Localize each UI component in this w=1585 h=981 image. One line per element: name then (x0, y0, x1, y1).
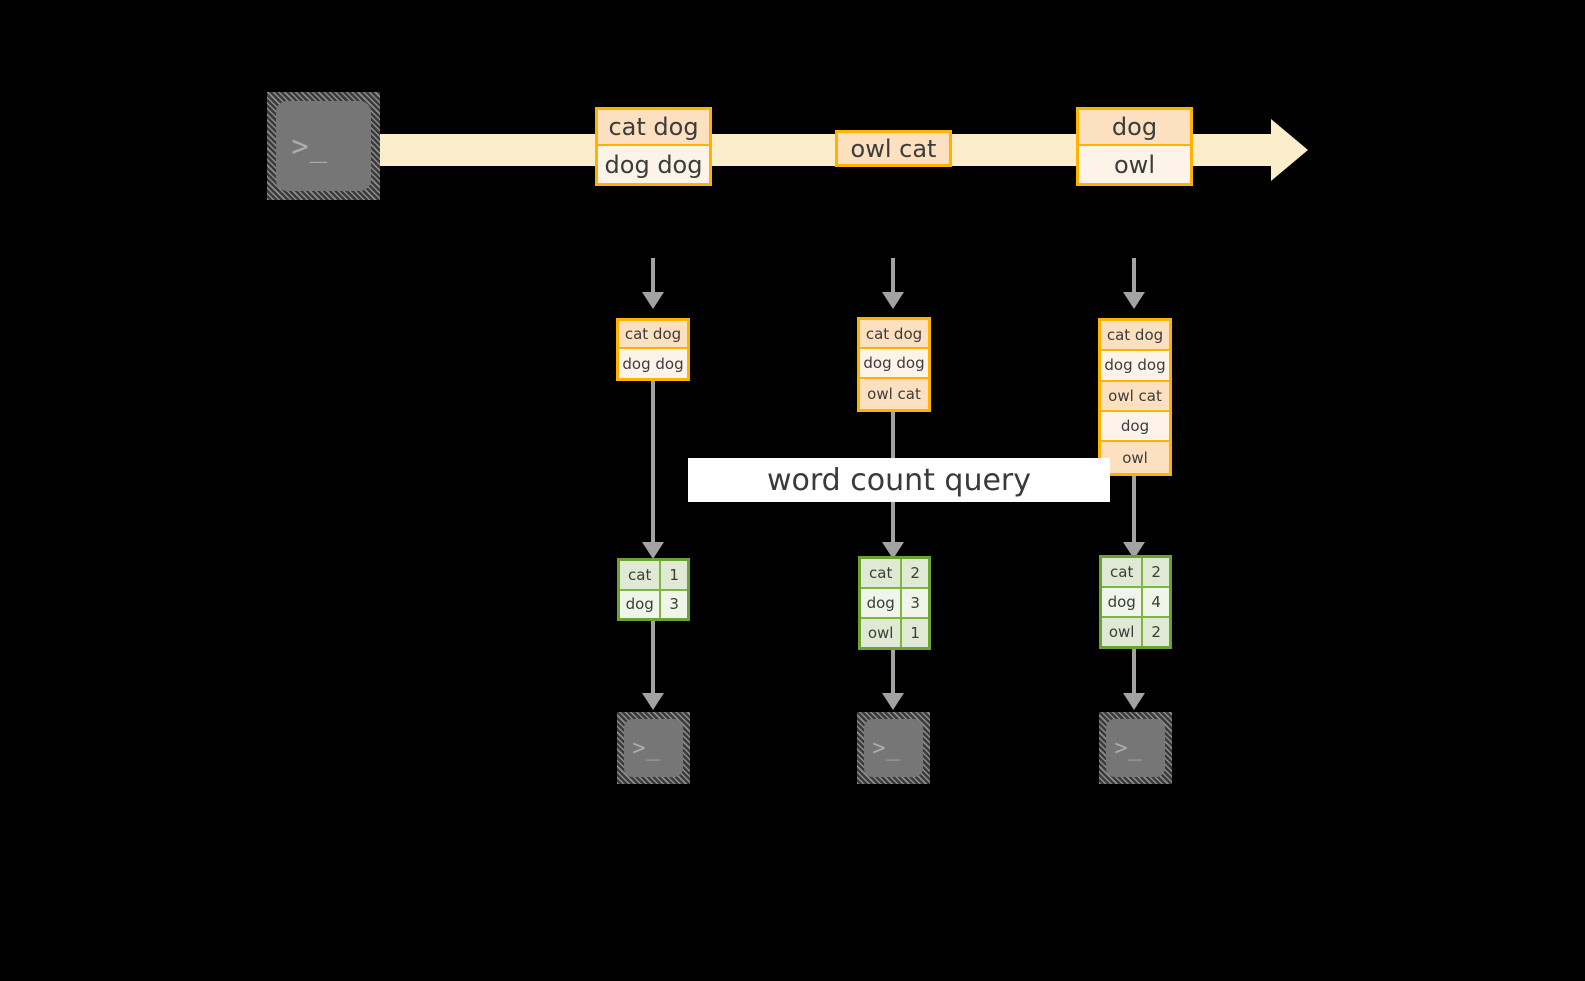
table-row: cat 2 (861, 559, 928, 589)
queue-item: owl cat (1101, 381, 1169, 413)
table-row: dog 4 (1102, 588, 1169, 618)
sink-arrowhead-t3 (1123, 693, 1145, 710)
stream-message-line: owl cat (838, 133, 949, 164)
result-word: owl (1102, 618, 1144, 646)
sink-arrowhead-t2 (882, 693, 904, 710)
result-count: 2 (902, 559, 928, 587)
tap-arrowhead-t1 (642, 292, 664, 309)
terminal-prompt-icon: >_ (1114, 735, 1143, 761)
result-count: 1 (661, 561, 687, 589)
tap-line-t2 (891, 258, 895, 296)
query-arrowhead-t2 (882, 542, 904, 559)
queue-item: cat dog (619, 321, 687, 350)
table-row: owl 2 (1102, 618, 1169, 646)
query-label: word count query (688, 458, 1110, 502)
stream-message-line: dog (1079, 110, 1190, 147)
queue-item: owl cat (860, 379, 928, 409)
tap-line-t3 (1132, 258, 1136, 296)
result-word: owl (861, 619, 903, 647)
table-row: cat 2 (1102, 558, 1169, 588)
table-row: cat 1 (620, 561, 687, 591)
stream-message-2[interactable]: owl cat (835, 130, 952, 167)
query-arrowhead-t3 (1123, 542, 1145, 559)
stream-message-line: dog dog (598, 146, 709, 183)
query-line-t1 (651, 381, 655, 547)
input-queue-t3[interactable]: cat dog dog dog owl cat dog owl (1098, 318, 1172, 476)
terminal-prompt-icon: >_ (872, 735, 901, 761)
stream-message-3[interactable]: dog owl (1076, 107, 1193, 186)
table-row: dog 3 (861, 589, 928, 619)
terminal-body: >_ (624, 719, 683, 777)
sink-terminal-t1[interactable]: >_ (617, 712, 690, 784)
result-count: 2 (1143, 618, 1169, 646)
tap-arrowhead-t2 (882, 292, 904, 309)
queue-item: owl (1101, 442, 1169, 473)
sink-arrowhead-t1 (642, 693, 664, 710)
query-label-text: word count query (766, 462, 1032, 498)
queue-item: dog (1101, 412, 1169, 443)
sink-terminal-t3[interactable]: >_ (1099, 712, 1172, 784)
stream-message-1[interactable]: cat dog dog dog (595, 107, 712, 186)
terminal-body: >_ (864, 719, 923, 777)
result-count: 3 (661, 590, 687, 618)
sink-line-t2 (891, 650, 895, 697)
result-count: 4 (1143, 588, 1169, 616)
result-count: 2 (1143, 558, 1169, 586)
queue-item: dog dog (1101, 350, 1169, 382)
terminal-prompt-icon: >_ (291, 129, 329, 163)
result-word: dog (1102, 588, 1144, 616)
result-table-t3[interactable]: cat 2 dog 4 owl 2 (1099, 555, 1172, 649)
result-count: 1 (902, 619, 928, 647)
result-word: cat (1102, 558, 1144, 586)
result-count: 3 (902, 589, 928, 617)
sink-line-t3 (1132, 649, 1136, 697)
terminal-prompt-icon: >_ (632, 735, 661, 761)
source-terminal[interactable]: >_ (267, 92, 380, 200)
input-queue-t2[interactable]: cat dog dog dog owl cat (857, 317, 931, 412)
tap-line-t1 (651, 258, 655, 296)
result-word: dog (861, 589, 903, 617)
table-row: dog 3 (620, 590, 687, 618)
table-row: owl 1 (861, 619, 928, 647)
result-table-t2[interactable]: cat 2 dog 3 owl 1 (858, 556, 931, 650)
query-arrowhead-t1 (642, 542, 664, 559)
input-queue-t1[interactable]: cat dog dog dog (616, 318, 690, 381)
queue-item: cat dog (860, 320, 928, 350)
queue-item: dog dog (860, 349, 928, 380)
tap-arrowhead-t3 (1123, 292, 1145, 309)
terminal-body: >_ (276, 101, 371, 191)
result-table-t1[interactable]: cat 1 dog 3 (617, 558, 690, 621)
stream-message-line: cat dog (598, 110, 709, 147)
queue-item: dog dog (619, 349, 687, 378)
terminal-body: >_ (1106, 719, 1165, 777)
stream-arrowhead (1271, 119, 1308, 181)
sink-terminal-t2[interactable]: >_ (857, 712, 930, 784)
result-word: cat (620, 561, 662, 589)
query-line-t3 (1132, 476, 1136, 547)
result-word: cat (861, 559, 903, 587)
queue-item: cat dog (1101, 321, 1169, 351)
result-word: dog (620, 590, 662, 618)
stream-message-line: owl (1079, 146, 1190, 183)
sink-line-t1 (651, 621, 655, 697)
